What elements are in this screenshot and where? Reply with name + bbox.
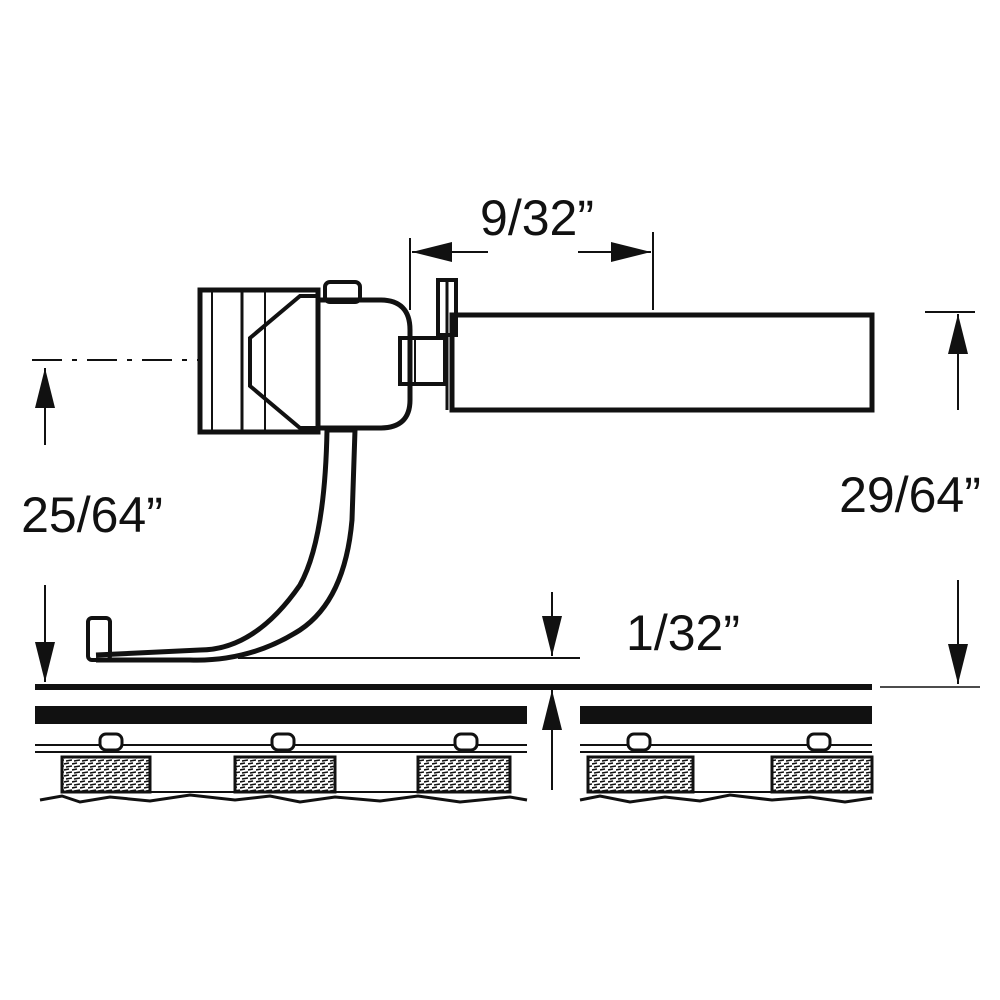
- dimension-label-overall-height: 29/64”: [839, 467, 981, 523]
- trip-pin: [86, 427, 358, 663]
- dimension-trip-pin-clearance: 1/32”: [238, 592, 740, 790]
- coupler-head: [197, 280, 447, 435]
- dimension-label-trip-pin-clearance: 1/32”: [626, 605, 740, 661]
- coupler-shank-box: [436, 278, 875, 413]
- rail-base-left: [35, 706, 527, 724]
- rail-base-right: [580, 706, 872, 724]
- dimension-overall-height: 29/64”: [839, 311, 981, 684]
- track: [35, 684, 980, 804]
- dimension-centerline-height: 25/64”: [21, 368, 163, 682]
- dimension-shank-length: 9/32”: [409, 190, 654, 310]
- dimension-label-centerline-height: 25/64”: [21, 487, 163, 543]
- dimension-label-shank-length: 9/32”: [480, 190, 594, 246]
